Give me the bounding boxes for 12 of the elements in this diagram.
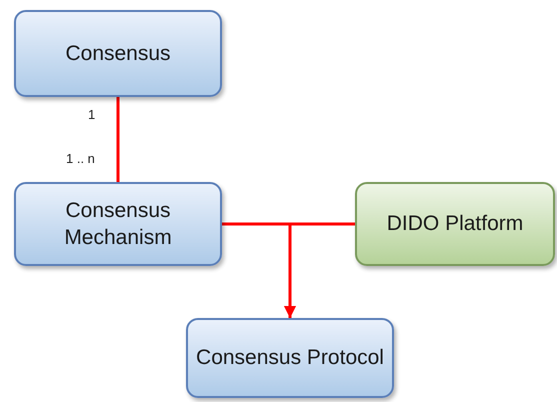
connector-line: [116, 97, 120, 182]
arrow: [284, 222, 355, 318]
multiplicity-label: 1 .. n: [66, 151, 95, 166]
process-box: [355, 182, 555, 266]
node-label: Consensus: [64, 40, 172, 67]
node-label: DIDO Platform: [386, 211, 524, 238]
node-label: Consensus Protocol: [195, 345, 385, 372]
process-box: [14, 10, 222, 97]
node-label: Consensus Mechanism: [63, 198, 173, 251]
process-box: [186, 318, 394, 398]
multiplicity-label: 1: [88, 107, 96, 122]
process-box: [14, 182, 222, 266]
